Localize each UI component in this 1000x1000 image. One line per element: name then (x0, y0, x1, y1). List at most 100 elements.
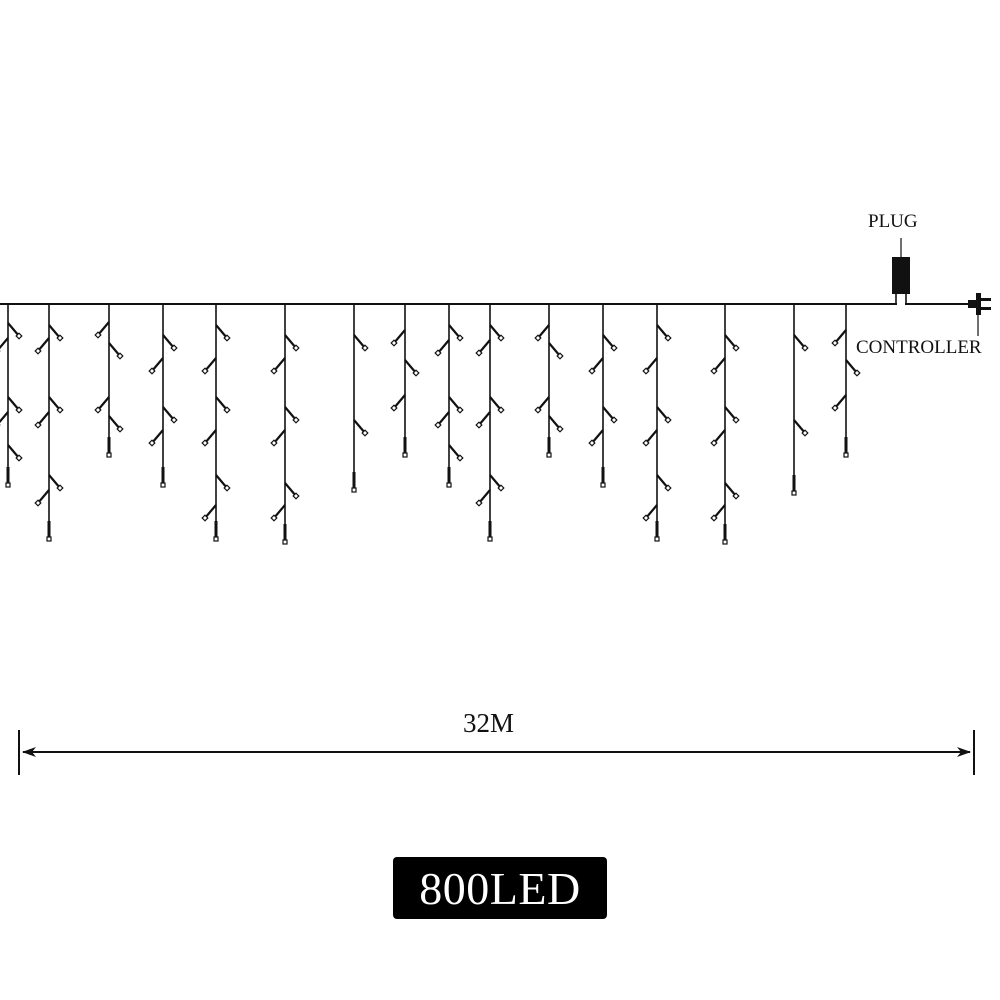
led-bulb-icon (390, 404, 398, 412)
led-bulb-icon (56, 484, 64, 492)
led-bulb-icon (361, 344, 369, 352)
led-bulb-icon (497, 334, 505, 342)
led-branch (393, 329, 406, 344)
led-strand (351, 304, 369, 493)
led-branch (656, 406, 669, 421)
led-bulb-icon (170, 344, 178, 352)
led-branch (645, 357, 658, 372)
led-branch (548, 415, 561, 430)
led-strand (710, 304, 740, 545)
led-branch (48, 474, 61, 489)
led-bulb-icon (201, 514, 209, 522)
led-bulb-icon (556, 425, 564, 433)
led-bulb-icon (642, 367, 650, 375)
led-branch (273, 429, 286, 444)
led-bulb-icon (642, 514, 650, 522)
led-bulb-icon (534, 406, 542, 414)
led-branch (537, 324, 550, 339)
led-bulb-icon (588, 439, 596, 447)
led-branch (713, 357, 726, 372)
led-branch (162, 334, 175, 349)
led-branch (48, 396, 61, 411)
led-bulb-icon (223, 334, 231, 342)
led-branch (548, 342, 561, 357)
led-bulb-icon (292, 344, 300, 352)
led-bulb-icon (853, 369, 861, 377)
led-bulb-icon (642, 439, 650, 447)
led-bulb-icon (56, 334, 64, 342)
led-strand (270, 304, 300, 545)
led-bulb-icon (710, 439, 718, 447)
led-branch (0, 411, 9, 424)
led-branch (478, 339, 491, 354)
led-branch (0, 337, 9, 350)
led-bulb-icon (534, 334, 542, 342)
led-strand (588, 304, 618, 488)
led-branch (602, 406, 615, 421)
led-bulb-icon (556, 352, 564, 360)
led-bulb-icon (664, 416, 672, 424)
led-bulb-icon (270, 514, 278, 522)
led-branch (353, 419, 366, 434)
led-bulb-icon (201, 439, 209, 447)
led-bulb-icon (610, 416, 618, 424)
length-label: 32M (463, 708, 515, 738)
led-bulb-icon (791, 490, 797, 496)
led-branch (448, 444, 461, 459)
led-strand (390, 304, 420, 458)
led-branch (478, 489, 491, 504)
led-bulb-icon (831, 404, 839, 412)
led-strand (94, 304, 124, 458)
led-branch (404, 359, 417, 374)
led-branch (284, 334, 297, 349)
led-strands (0, 304, 861, 545)
plug-icon (892, 238, 910, 306)
led-branch (204, 429, 217, 444)
led-branch (151, 429, 164, 444)
led-bulb-icon (351, 487, 357, 493)
led-bulb-icon (732, 344, 740, 352)
controller-label: CONTROLLER (856, 337, 982, 358)
led-bulb-icon (292, 492, 300, 500)
led-branch (7, 444, 20, 459)
led-bulb-icon (292, 416, 300, 424)
led-branch (489, 474, 502, 489)
led-bulb-icon (456, 454, 464, 462)
led-count-text: 800LED (419, 862, 581, 914)
led-bulb-icon (201, 367, 209, 375)
led-bulb-icon (475, 349, 483, 357)
led-bulb-icon (15, 332, 23, 340)
led-branch (448, 396, 461, 411)
connector-prong (981, 307, 991, 310)
led-bulb-icon (15, 406, 23, 414)
led-strand (0, 304, 23, 488)
led-branch (284, 406, 297, 421)
led-branch (834, 329, 847, 344)
led-branch (48, 324, 61, 339)
led-strand (201, 304, 231, 542)
led-branch (215, 474, 228, 489)
led-branch (713, 504, 726, 519)
led-bulb-icon (170, 416, 178, 424)
led-branch (162, 406, 175, 421)
led-bulb-icon (710, 514, 718, 522)
led-branch (724, 334, 737, 349)
led-branch (489, 396, 502, 411)
led-strand (831, 304, 861, 458)
led-bulb-icon (610, 344, 618, 352)
led-bulb-icon (34, 421, 42, 429)
led-branch (602, 334, 615, 349)
led-strand (475, 304, 505, 542)
led-strand (34, 304, 64, 542)
led-bulb-icon (664, 334, 672, 342)
led-bulb-icon (732, 416, 740, 424)
connector-body (968, 300, 977, 308)
led-branch (215, 324, 228, 339)
led-branch (591, 429, 604, 444)
led-bulb-icon (116, 425, 124, 433)
led-bulb-icon (475, 421, 483, 429)
led-bulb-icon (546, 452, 552, 458)
led-branch (645, 429, 658, 444)
led-bulb-icon (46, 536, 52, 542)
led-branch (437, 411, 450, 426)
